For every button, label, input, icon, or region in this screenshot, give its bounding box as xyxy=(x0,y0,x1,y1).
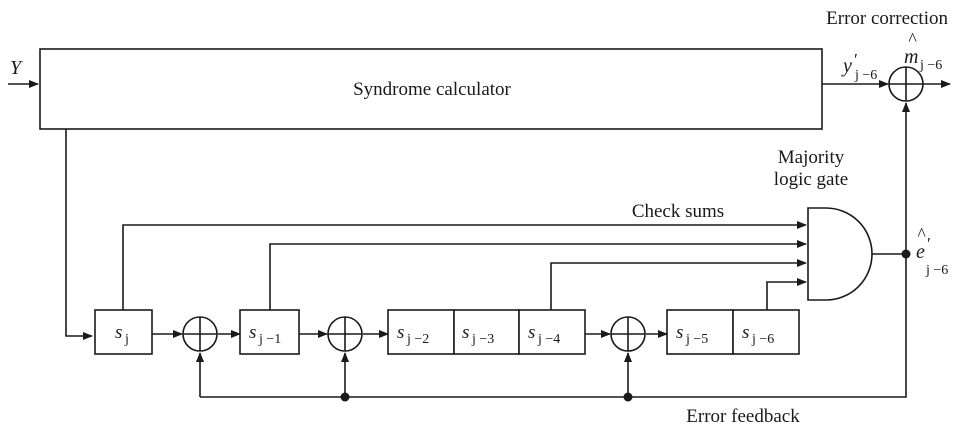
majority-gate-label-line2: logic gate xyxy=(774,169,848,190)
svg-text:j −1: j −1 xyxy=(258,332,281,347)
svg-text:s: s xyxy=(249,322,256,343)
feedback-xor-1 xyxy=(182,316,218,352)
feedback-junction-2 xyxy=(623,392,633,402)
svg-text:j −5: j −5 xyxy=(685,332,708,347)
svg-text:s: s xyxy=(462,322,469,343)
error-feedback-label: Error feedback xyxy=(686,406,800,427)
check-sum-wire-1 xyxy=(122,221,807,310)
svg-text:^: ^ xyxy=(908,29,917,49)
register-s-j-3: s j −3 xyxy=(453,309,520,355)
svg-text:j −3: j −3 xyxy=(471,332,494,347)
svg-text:j −6: j −6 xyxy=(925,263,948,278)
svg-text:s: s xyxy=(676,322,683,343)
feedback-junction-1 xyxy=(340,392,350,402)
svg-text:y: y xyxy=(841,55,852,77)
error-correction-xor xyxy=(888,66,924,102)
register-s-j-5: s j −5 xyxy=(666,309,734,355)
svg-text:e: e xyxy=(916,241,925,263)
error-estimate-label: ^ e ′ j −6 xyxy=(916,224,948,278)
svg-text:s: s xyxy=(115,322,122,343)
svg-text:s: s xyxy=(528,322,535,343)
svg-text:j −4: j −4 xyxy=(537,332,560,347)
input-y-label: Y xyxy=(10,57,23,79)
syndrome-feed-wire xyxy=(65,129,93,340)
register-s-j-2: s j −2 xyxy=(387,309,455,355)
error-feedback-wire xyxy=(200,254,907,398)
svg-text:^: ^ xyxy=(917,224,926,244)
check-sums-label: Check sums xyxy=(632,201,724,222)
svg-text:j: j xyxy=(124,332,129,347)
majority-logic-gate xyxy=(807,207,873,301)
majority-gate-label-line1: Majority xyxy=(778,147,845,168)
svg-text:j −6: j −6 xyxy=(751,332,774,347)
svg-text:s: s xyxy=(742,322,749,343)
feedback-xor-3 xyxy=(610,316,646,352)
svg-text:j −6: j −6 xyxy=(854,68,877,83)
syndrome-calculator-label: Syndrome calculator xyxy=(353,79,511,100)
check-sum-wire-3 xyxy=(550,259,807,310)
decoded-output-label: ^ m j −6 xyxy=(904,29,942,73)
register-s-j-1: s j −1 xyxy=(239,309,300,355)
svg-text:m: m xyxy=(904,46,918,68)
gate-output-junction xyxy=(901,249,911,259)
svg-text:j −2: j −2 xyxy=(406,332,429,347)
register-s-j-6: s j −6 xyxy=(732,309,800,355)
error-correction-label: Error correction xyxy=(826,8,948,29)
check-sum-wire-2 xyxy=(269,240,807,310)
feedback-xor-2 xyxy=(327,316,363,352)
svg-text:′: ′ xyxy=(926,234,930,253)
svg-text:j −6: j −6 xyxy=(919,58,942,73)
syndrome-calculator-block xyxy=(39,48,823,130)
register-s-j: s j xyxy=(94,309,153,355)
svg-text:s: s xyxy=(397,322,404,343)
check-sum-wire-4 xyxy=(766,278,807,310)
received-symbol-label: y ′ j −6 xyxy=(841,50,877,83)
svg-text:′: ′ xyxy=(853,50,857,69)
register-s-j-4: s j −4 xyxy=(518,309,586,355)
